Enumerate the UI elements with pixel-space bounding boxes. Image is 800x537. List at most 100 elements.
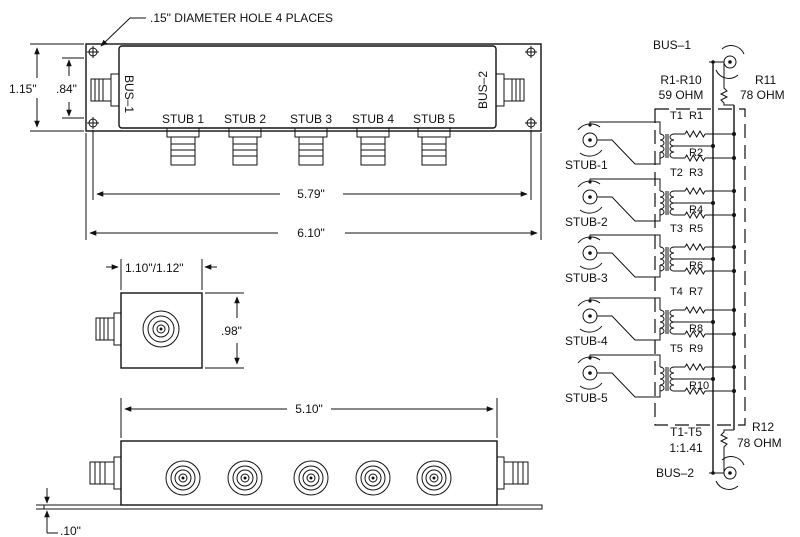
resistor-icon xyxy=(684,153,706,163)
dimension-end-width: 1.10"/1.12" xyxy=(106,259,217,290)
bnc-connector-icon xyxy=(293,460,329,496)
dimension-height-inner: .84" xyxy=(56,57,84,119)
dim-text: .10" xyxy=(60,524,81,537)
bus-connector-left-icon xyxy=(90,73,120,107)
dimension-width-inner: 5.79" xyxy=(92,130,532,201)
stub-label: STUB-1 xyxy=(565,158,608,172)
hole-note: .15" DIAMETER HOLE 4 PLACES xyxy=(150,11,333,25)
resistor-label: R4 xyxy=(689,204,703,216)
r-group-value: 59 OHM xyxy=(659,88,704,102)
resistor-label: R3 xyxy=(689,167,703,179)
bus-2-label: BUS–2 xyxy=(656,466,694,480)
stub-connector-icon xyxy=(356,127,390,166)
t-group-label: T1-T5 xyxy=(670,425,702,439)
stub-label: STUB-3 xyxy=(565,271,608,285)
hole-icon xyxy=(87,46,99,58)
resistor-label: R6 xyxy=(689,260,703,272)
resistor-label: R2 xyxy=(689,147,703,159)
stub-label: STUB 5 xyxy=(413,112,455,126)
stub-label: STUB 3 xyxy=(290,112,332,126)
end-view: 1.10"/1.12" .98" xyxy=(95,259,244,369)
stub-labels: STUB 1 STUB 2 STUB 3 STUB 4 STUB 5 xyxy=(162,112,455,126)
dimension-flange: .10" xyxy=(36,488,81,537)
resistor-icon xyxy=(684,186,706,196)
stub-connector-icon xyxy=(166,127,200,166)
dim-text: 5.79" xyxy=(297,187,325,201)
stub-label: STUB 2 xyxy=(224,112,266,126)
bnc-connector-icon xyxy=(355,460,391,496)
transformer-icon xyxy=(659,366,665,392)
dim-text: 1.15" xyxy=(9,82,37,96)
dim-text: 1.10"/1.12" xyxy=(125,261,184,275)
resistor-icon xyxy=(684,386,706,396)
dimension-front-length: 5.10" xyxy=(120,398,498,438)
stub-connector-icon xyxy=(294,127,328,166)
enclosure-outline xyxy=(654,108,746,426)
transformer-label: T1 xyxy=(670,110,683,122)
dim-text: .98" xyxy=(221,324,242,338)
stub-connector-icon xyxy=(417,127,451,166)
transformer-label: T5 xyxy=(670,343,683,355)
resistor-icon xyxy=(684,362,706,372)
hole-icon xyxy=(525,117,537,129)
housing-end xyxy=(120,292,203,369)
transformer-icon xyxy=(659,133,665,159)
r12-value: 78 OHM xyxy=(737,436,782,450)
r-group-label: R1-R10 xyxy=(660,73,702,87)
bus-2-label: BUS–2 xyxy=(476,71,490,109)
stub-label: STUB-4 xyxy=(565,334,608,348)
schematic: BUS–1 R1-R10 59 OHM R11 78 OHM R12 78 OH… xyxy=(565,38,785,490)
transformer-icon xyxy=(659,190,665,216)
resistor-icon xyxy=(684,210,706,220)
resistor-label: R8 xyxy=(689,323,703,335)
r11-value: 78 OHM xyxy=(740,88,785,102)
front-view: 5.10" .10" xyxy=(36,398,543,537)
resistor-label: R9 xyxy=(689,343,703,355)
r11-label: R11 xyxy=(755,73,776,87)
resistor-label: R5 xyxy=(689,223,703,235)
dimension-width-outer: 6.10" xyxy=(85,133,542,240)
side-connector-right-icon xyxy=(496,456,529,490)
resistor-icon xyxy=(684,129,706,139)
resistor-icon xyxy=(684,266,706,276)
stub-connectors xyxy=(166,127,451,166)
mounting-plate xyxy=(85,43,542,132)
flange xyxy=(43,504,543,510)
transformer-icon xyxy=(659,246,665,272)
dim-text: 5.10" xyxy=(295,402,323,416)
transformer-label: T4 xyxy=(670,286,683,298)
hole-icon xyxy=(87,117,99,129)
transformer-label: T2 xyxy=(670,167,683,179)
bnc-connector-icon xyxy=(416,460,452,496)
r12-resistor-icon xyxy=(719,429,734,473)
side-connector-icon xyxy=(95,312,122,346)
resistor-label: R1 xyxy=(689,110,703,122)
transformer-icon xyxy=(659,309,665,335)
resistor-icon xyxy=(684,329,706,339)
resistor-icon xyxy=(684,242,706,252)
transformer-label: T3 xyxy=(670,223,683,235)
resistor-label: R10 xyxy=(689,380,709,392)
front-bnc-connectors xyxy=(165,460,452,496)
bnc-connector-icon xyxy=(142,310,180,348)
bus-connector-right-icon xyxy=(495,73,525,107)
dimension-height-outer: 1.15" xyxy=(9,43,84,132)
stub-label: STUB-2 xyxy=(565,215,608,229)
stub-label: STUB-5 xyxy=(565,391,608,405)
bus-1-label: BUS–1 xyxy=(653,38,691,52)
bnc-connector-icon xyxy=(227,460,263,496)
mounting-holes xyxy=(87,46,537,129)
dim-text: 6.10" xyxy=(297,226,325,240)
stub-connector-icon xyxy=(228,127,262,166)
dimension-end-height: .98" xyxy=(205,292,244,369)
side-connector-left-icon xyxy=(89,456,122,490)
t-ratio-label: 1:1.41 xyxy=(669,441,703,455)
bus-1-label: BUS–1 xyxy=(122,75,136,113)
